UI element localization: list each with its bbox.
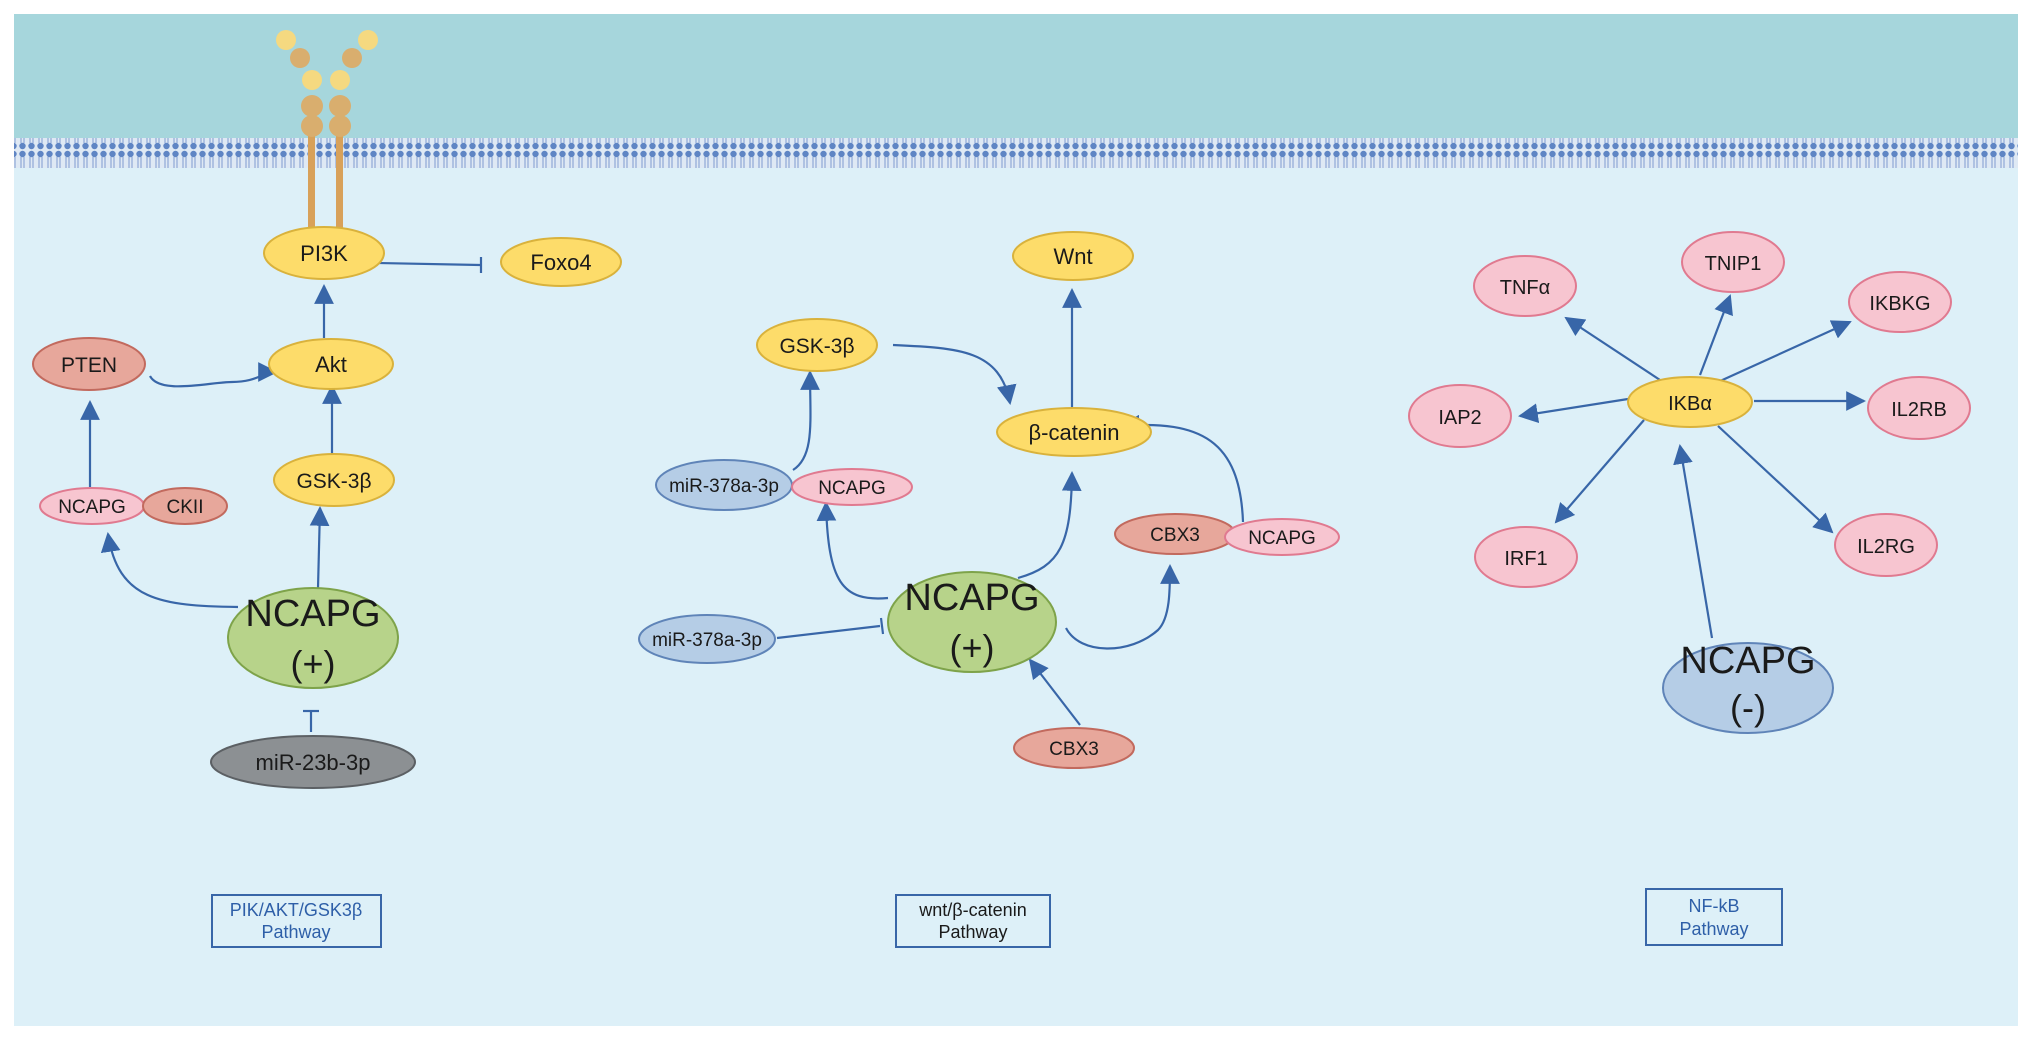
- caption-mid: wnt/β-catenin Pathway: [895, 894, 1051, 948]
- caption-left-line1: PIK/AKT/GSK3β: [230, 900, 362, 920]
- caption-left-line2: Pathway: [261, 922, 330, 942]
- node-ncapg-small-mid: NCAPG: [791, 468, 913, 506]
- edge-pten-to-akt: [149, 362, 278, 388]
- node-ikbkg: IKBKG: [1848, 271, 1952, 333]
- label-tnip1: TNIP1: [1705, 253, 1762, 275]
- node-tnfa: TNFα: [1473, 255, 1577, 317]
- label-gsk3b-left: GSK-3β: [296, 470, 371, 493]
- node-mir378-top: miR-378a-3p: [655, 459, 793, 511]
- edge-ikba-to-tnfa: [1564, 316, 1661, 381]
- node-il2rg: IL2RG: [1834, 513, 1938, 577]
- caption-right-line1: NF-kB: [1689, 896, 1740, 916]
- label-ncapg-small-left: NCAPG: [58, 497, 126, 518]
- label-ncapg-big-mid-line2: (+): [950, 627, 995, 668]
- label-ckii: CKII: [167, 497, 204, 518]
- label-cbx3-bottom: CBX3: [1049, 739, 1099, 760]
- node-gsk3b-mid: GSK-3β: [756, 318, 878, 372]
- node-il2rb: IL2RB: [1867, 376, 1971, 440]
- node-ckii: CKII: [142, 487, 228, 525]
- node-wnt: Wnt: [1012, 231, 1134, 281]
- node-cbx3-bottom: CBX3: [1013, 727, 1135, 769]
- label-ncapg-big-left-line2: (+): [291, 643, 336, 684]
- node-mir23b: miR-23b-3p: [210, 735, 416, 789]
- label-il2rg: IL2RG: [1857, 536, 1915, 558]
- label-ikba: IKBα: [1668, 393, 1712, 415]
- label-ikbkg: IKBKG: [1869, 293, 1930, 315]
- label-il2rb: IL2RB: [1891, 399, 1947, 421]
- label-pi3k: PI3K: [300, 241, 348, 266]
- label-ncapg-big-right-line1: NCAPG: [1680, 640, 1815, 682]
- label-mir378-top: miR-378a-3p: [669, 476, 779, 497]
- label-bcatenin: β-catenin: [1029, 420, 1120, 445]
- label-ncapg-small-mid: NCAPG: [818, 478, 886, 499]
- edge-ncapg-big-to-ncapg-small: [100, 532, 239, 609]
- edge-gsk3b-to-bcatenin: [892, 343, 1017, 405]
- edge-ikba-to-tnip1: [1698, 294, 1733, 376]
- label-akt: Akt: [315, 352, 347, 377]
- cell-membrane: [14, 138, 2018, 168]
- edges: [80, 257, 1866, 732]
- label-irf1: IRF1: [1504, 548, 1547, 570]
- label-foxo4: Foxo4: [530, 250, 591, 275]
- caption-left: PIK/AKT/GSK3β Pathway: [211, 894, 382, 948]
- receptor: [276, 30, 378, 237]
- node-irf1: IRF1: [1474, 526, 1578, 588]
- edge-ikba-to-irf1: [1554, 419, 1645, 524]
- label-ncapg-big-mid-line1: NCAPG: [904, 577, 1039, 619]
- node-tnip1: TNIP1: [1681, 231, 1785, 293]
- node-ikba: IKBα: [1627, 376, 1753, 428]
- caption-right: NF-kB Pathway: [1645, 888, 1783, 946]
- node-ncapg-big-right: NCAPG (-): [1662, 640, 1834, 734]
- label-ncapg-small-right: NCAPG: [1248, 528, 1316, 549]
- edge-pi3k-inhibits-foxo4: [377, 261, 481, 267]
- node-ncapg-small-right: NCAPG: [1224, 518, 1340, 556]
- edge-ncapg-big-to-bcatenin: [1017, 471, 1082, 580]
- label-mir378-bottom: miR-378a-3p: [652, 630, 762, 651]
- label-cbx3-top: CBX3: [1150, 525, 1200, 546]
- edge-ncapg-big-to-ncapg-small-mid: [816, 501, 889, 600]
- caption-mid-line1: wnt/β-catenin: [918, 900, 1026, 920]
- node-gsk3b-left: GSK-3β: [273, 453, 395, 507]
- node-akt: Akt: [268, 338, 394, 390]
- node-cbx3-top: CBX3: [1114, 513, 1236, 555]
- label-mir23b: miR-23b-3p: [256, 750, 371, 775]
- edge-mir378-to-gsk3b: [792, 370, 820, 471]
- edge-ikba-to-iap2: [1518, 397, 1629, 424]
- label-tnfa: TNFα: [1500, 277, 1550, 299]
- edge-ncapg-big-to-gsk3b: [309, 506, 330, 589]
- node-ncapg-big-left: NCAPG (+): [227, 587, 399, 689]
- caption-right-line2: Pathway: [1679, 919, 1748, 939]
- node-mir378-bottom: miR-378a-3p: [638, 614, 776, 664]
- node-iap2: IAP2: [1408, 384, 1512, 448]
- edge-cbx3-to-ncapg: [1028, 658, 1081, 726]
- edge-ikba-to-ikbkg: [1717, 320, 1852, 384]
- node-pten: PTEN: [32, 337, 146, 391]
- edge-mir378-inhibits-ncapg: [776, 624, 881, 640]
- label-ncapg-big-left-line1: NCAPG: [245, 593, 380, 635]
- label-iap2: IAP2: [1438, 407, 1481, 429]
- edge-ncapg-to-ikba: [1673, 444, 1714, 639]
- node-bcatenin: β-catenin: [996, 407, 1152, 457]
- node-ncapg-big-mid: NCAPG (+): [887, 571, 1057, 673]
- label-ncapg-big-right-line2: (-): [1730, 687, 1766, 728]
- edge-ncapg-big-to-cbx3: [1065, 564, 1180, 650]
- node-pi3k: PI3K: [263, 226, 385, 280]
- node-ncapg-small-left: NCAPG: [39, 487, 145, 525]
- label-pten: PTEN: [61, 354, 117, 377]
- label-gsk3b-mid: GSK-3β: [779, 335, 854, 358]
- edge-ikba-to-il2rg: [1717, 425, 1834, 534]
- node-foxo4: Foxo4: [500, 237, 622, 287]
- caption-mid-line2: Pathway: [938, 922, 1007, 942]
- label-wnt: Wnt: [1053, 244, 1092, 269]
